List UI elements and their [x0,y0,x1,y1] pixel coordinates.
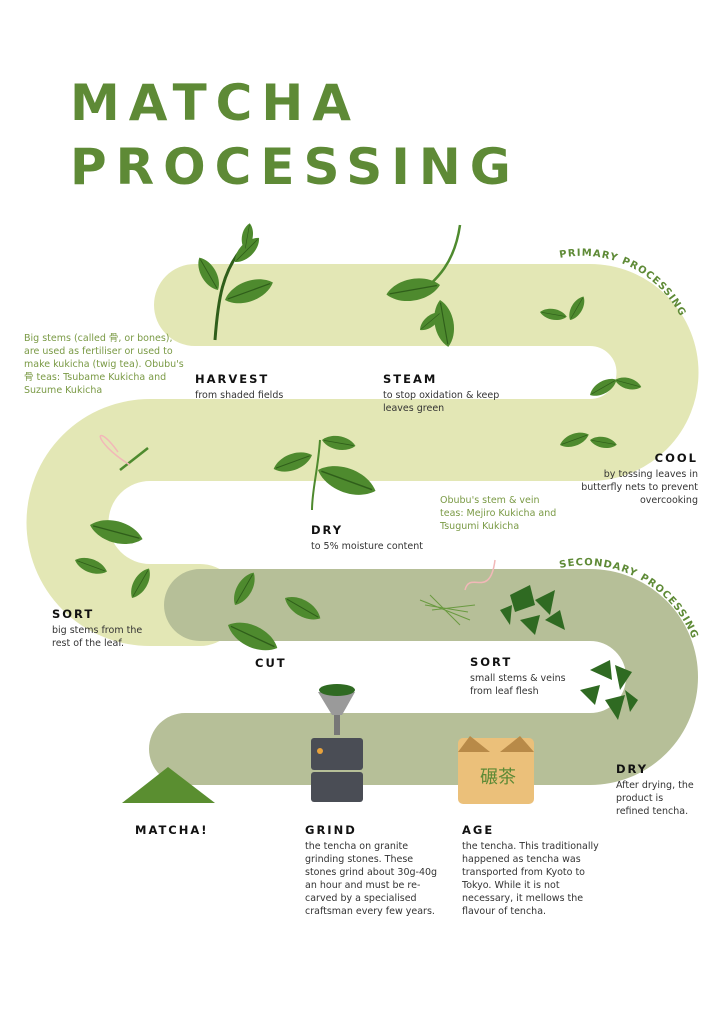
step-cut: CUT [255,657,287,673]
tea-box-icon [458,736,534,804]
secondary-band [149,569,698,785]
step-desc: big stems from the rest of the leaf. [52,625,143,649]
step-desc: to 5% moisture content [311,541,423,552]
step-age: AGE the tencha. This traditionally happen… [462,824,602,918]
step-cool: COOL by tossing leaves in butterfly nets … [572,452,698,507]
step-steam: STEAM to stop oxidation & keep leaves gre… [383,373,508,415]
sort-stems-icon [72,447,156,602]
step-desc: small stems & veins from leaf flesh [470,673,566,697]
step-desc: the tencha. This traditionally happened … [462,841,599,917]
step-desc: After drying, the product is refined ten… [616,780,694,817]
arrow-icon [464,559,496,591]
primary-band [26,264,699,646]
dry-leaves-icon [270,432,381,511]
step-label: SORT [470,655,513,669]
step-matcha: MATCHA! [135,824,209,840]
grinding-stone-icon [311,684,363,802]
step-label: CUT [255,656,287,670]
step-label: GRIND [305,823,357,837]
title-line1: MATCHA [70,74,360,132]
step-label: HARVEST [195,372,270,386]
step-sort-small-stems: SORT small stems & veins from leaf flesh [470,656,575,698]
step-label: DRY [616,762,649,776]
step-grind: GRIND the tencha on granite grinding ston… [305,824,445,918]
harvest-leaves-icon [192,221,277,341]
chopped-leaves-icon [500,585,638,720]
matcha-powder-icon [122,767,215,803]
big-stems-note: Big stems (called 骨, or bones), are used… [24,333,184,396]
box-label: 碾茶 [480,767,516,788]
step-desc: by tossing leaves in butterfly nets to p… [581,469,698,506]
step-label: COOL [654,451,698,465]
step-label: AGE [462,823,495,837]
step-dry-primary: DRY to 5% moisture content [311,524,431,553]
step-label: STEAM [383,372,438,386]
steam-leaves-icon [383,224,462,350]
step-desc: the tencha on granite grinding stones. T… [305,841,438,917]
step-label: SORT [52,607,95,621]
step-dry-secondary: DRY After drying, the product is refined … [616,763,696,818]
stems-veins-icon [419,594,476,626]
step-label: MATCHA! [135,823,209,837]
step-harvest: HARVEST from shaded fields [195,373,315,402]
step-desc: from shaded fields [195,390,284,401]
title-line2: PROCESSING [70,138,520,196]
arrow-icon [99,434,131,466]
stem-vein-note: Obubu's stem & vein teas: Mejiro Kukicha… [440,495,557,532]
step-label: DRY [311,523,344,537]
step-desc: to stop oxidation & keep leaves green [383,390,500,414]
step-sort-big-stems: SORT big stems from the rest of the leaf. [52,608,152,650]
